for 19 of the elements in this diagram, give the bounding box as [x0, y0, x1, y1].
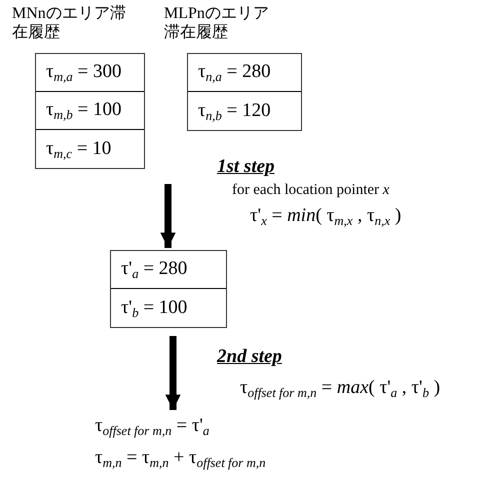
step-heading: 2nd step — [217, 346, 282, 368]
formula: τ$_{n,b}$ = 120 — [198, 100, 271, 122]
arrow — [165, 336, 181, 410]
formula: τ$_{m,a}$ = 300 — [46, 62, 122, 83]
formula: τ$_{offset for m,n}$ = max( τ'$_{a}$ , τ'$_{b}$ ) — [240, 378, 440, 399]
arrow — [160, 184, 176, 248]
step-heading: 1st step — [217, 156, 275, 178]
formula: τ$_{m,b}$ = 100 — [46, 100, 122, 121]
formula: τ'$_{a}$ = 280 — [121, 259, 188, 280]
formula: τ$_{n,a}$ = 280 — [198, 62, 271, 83]
table-heading: MLPnのエリア滞在履歴 — [164, 4, 270, 42]
formula: τ$_{m,n}$ = τ$_{m,n}$ + τ$_{offset for m,n}$ — [95, 448, 266, 469]
result-table — [110, 250, 227, 328]
table-heading: MNnのエリア滞在履歴 — [12, 4, 127, 42]
formula: τ'$_{b}$ = 100 — [121, 298, 188, 318]
formula: τ$_{offset for m,n}$ = τ'$_{a}$ — [95, 416, 210, 437]
note-text: for each location pointer x — [232, 182, 390, 199]
formula: τ'$_{x}$ = min( τ$_{m,x}$ , τ$_{n,x}$ ) — [250, 206, 402, 227]
formula: τ$_{m,c}$ = 10 — [46, 138, 112, 160]
